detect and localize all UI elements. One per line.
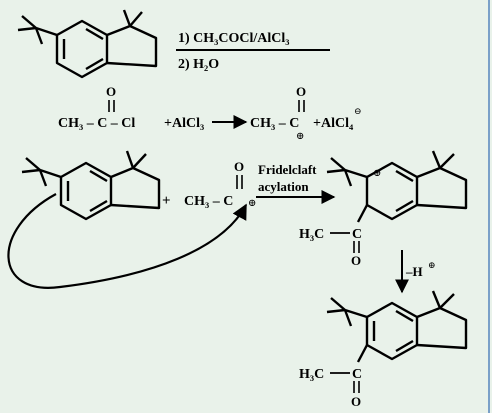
acylium-ion: CH₃ – C: [250, 116, 299, 131]
sigma-carbonyl-oxygen: O: [351, 253, 361, 268]
sigma-carbonyl-carbon: C: [352, 227, 362, 242]
acylium-plus-charge: ⊕: [296, 131, 304, 142]
arrow-label-line-2: acylation: [258, 179, 309, 194]
acid-chloride: CH₃ – C – Cl: [58, 116, 135, 131]
tert-butyl-bond: [344, 168, 368, 179]
product-carbonyl-oxygen: O: [351, 394, 361, 409]
tert-butyl-bond: [35, 26, 58, 37]
acylium-oxygen: O: [296, 84, 306, 99]
cyclopentane-ring: [416, 166, 468, 210]
sigma-acetyl-methyl: H₃C: [299, 227, 324, 242]
acetylated-product: [326, 290, 468, 363]
product-acetyl-methyl: H₃C: [299, 367, 324, 382]
electrophile-oxygen: O: [234, 159, 244, 174]
product-carbonyl-carbon: C: [352, 367, 362, 382]
acylium-electrophile: CH₃ – C: [184, 194, 233, 209]
cyclopentane-ring: [110, 166, 161, 210]
starting-indane: [17, 9, 158, 79]
acetyl-bond: [356, 344, 369, 363]
electron-flow-arrow: [7, 193, 247, 289]
aluminium-chloride: +AlCl₃: [164, 116, 204, 131]
deprotonation-charge: ⊕: [428, 260, 436, 270]
tert-butyl-bond: [344, 308, 368, 319]
tetrachloroaluminate-charge: ⊖: [354, 106, 362, 116]
cyclopentane-ring: [106, 24, 158, 68]
deprotonation-label: –H: [405, 264, 423, 279]
reagent-2: 2) H₂O: [178, 57, 219, 72]
acetyl-bond: [356, 204, 369, 223]
arrow-label-line-1: Fridelclaft: [258, 162, 317, 177]
cyclopentane-ring: [416, 306, 468, 350]
tert-butyl-bond: [39, 168, 62, 179]
reactant-carbonyl-oxygen: O: [106, 84, 116, 99]
electrophile-plus-charge: ⊕: [248, 198, 256, 209]
plus-sign: +: [162, 193, 171, 209]
reagent-1: 1) CH₃COCl/AlCl₃: [178, 31, 289, 46]
sigma-complex: [326, 150, 468, 223]
nucleophilic-indane: [21, 150, 161, 221]
acylium-formation-equation: O CH₃ – C – Cl +AlCl₃ O CH₃ – C ⊕ +AlCl₄…: [58, 84, 362, 142]
arenium-positive-charge: ⊕: [373, 168, 381, 179]
tetrachloroaluminate: +AlCl₄: [313, 116, 354, 131]
